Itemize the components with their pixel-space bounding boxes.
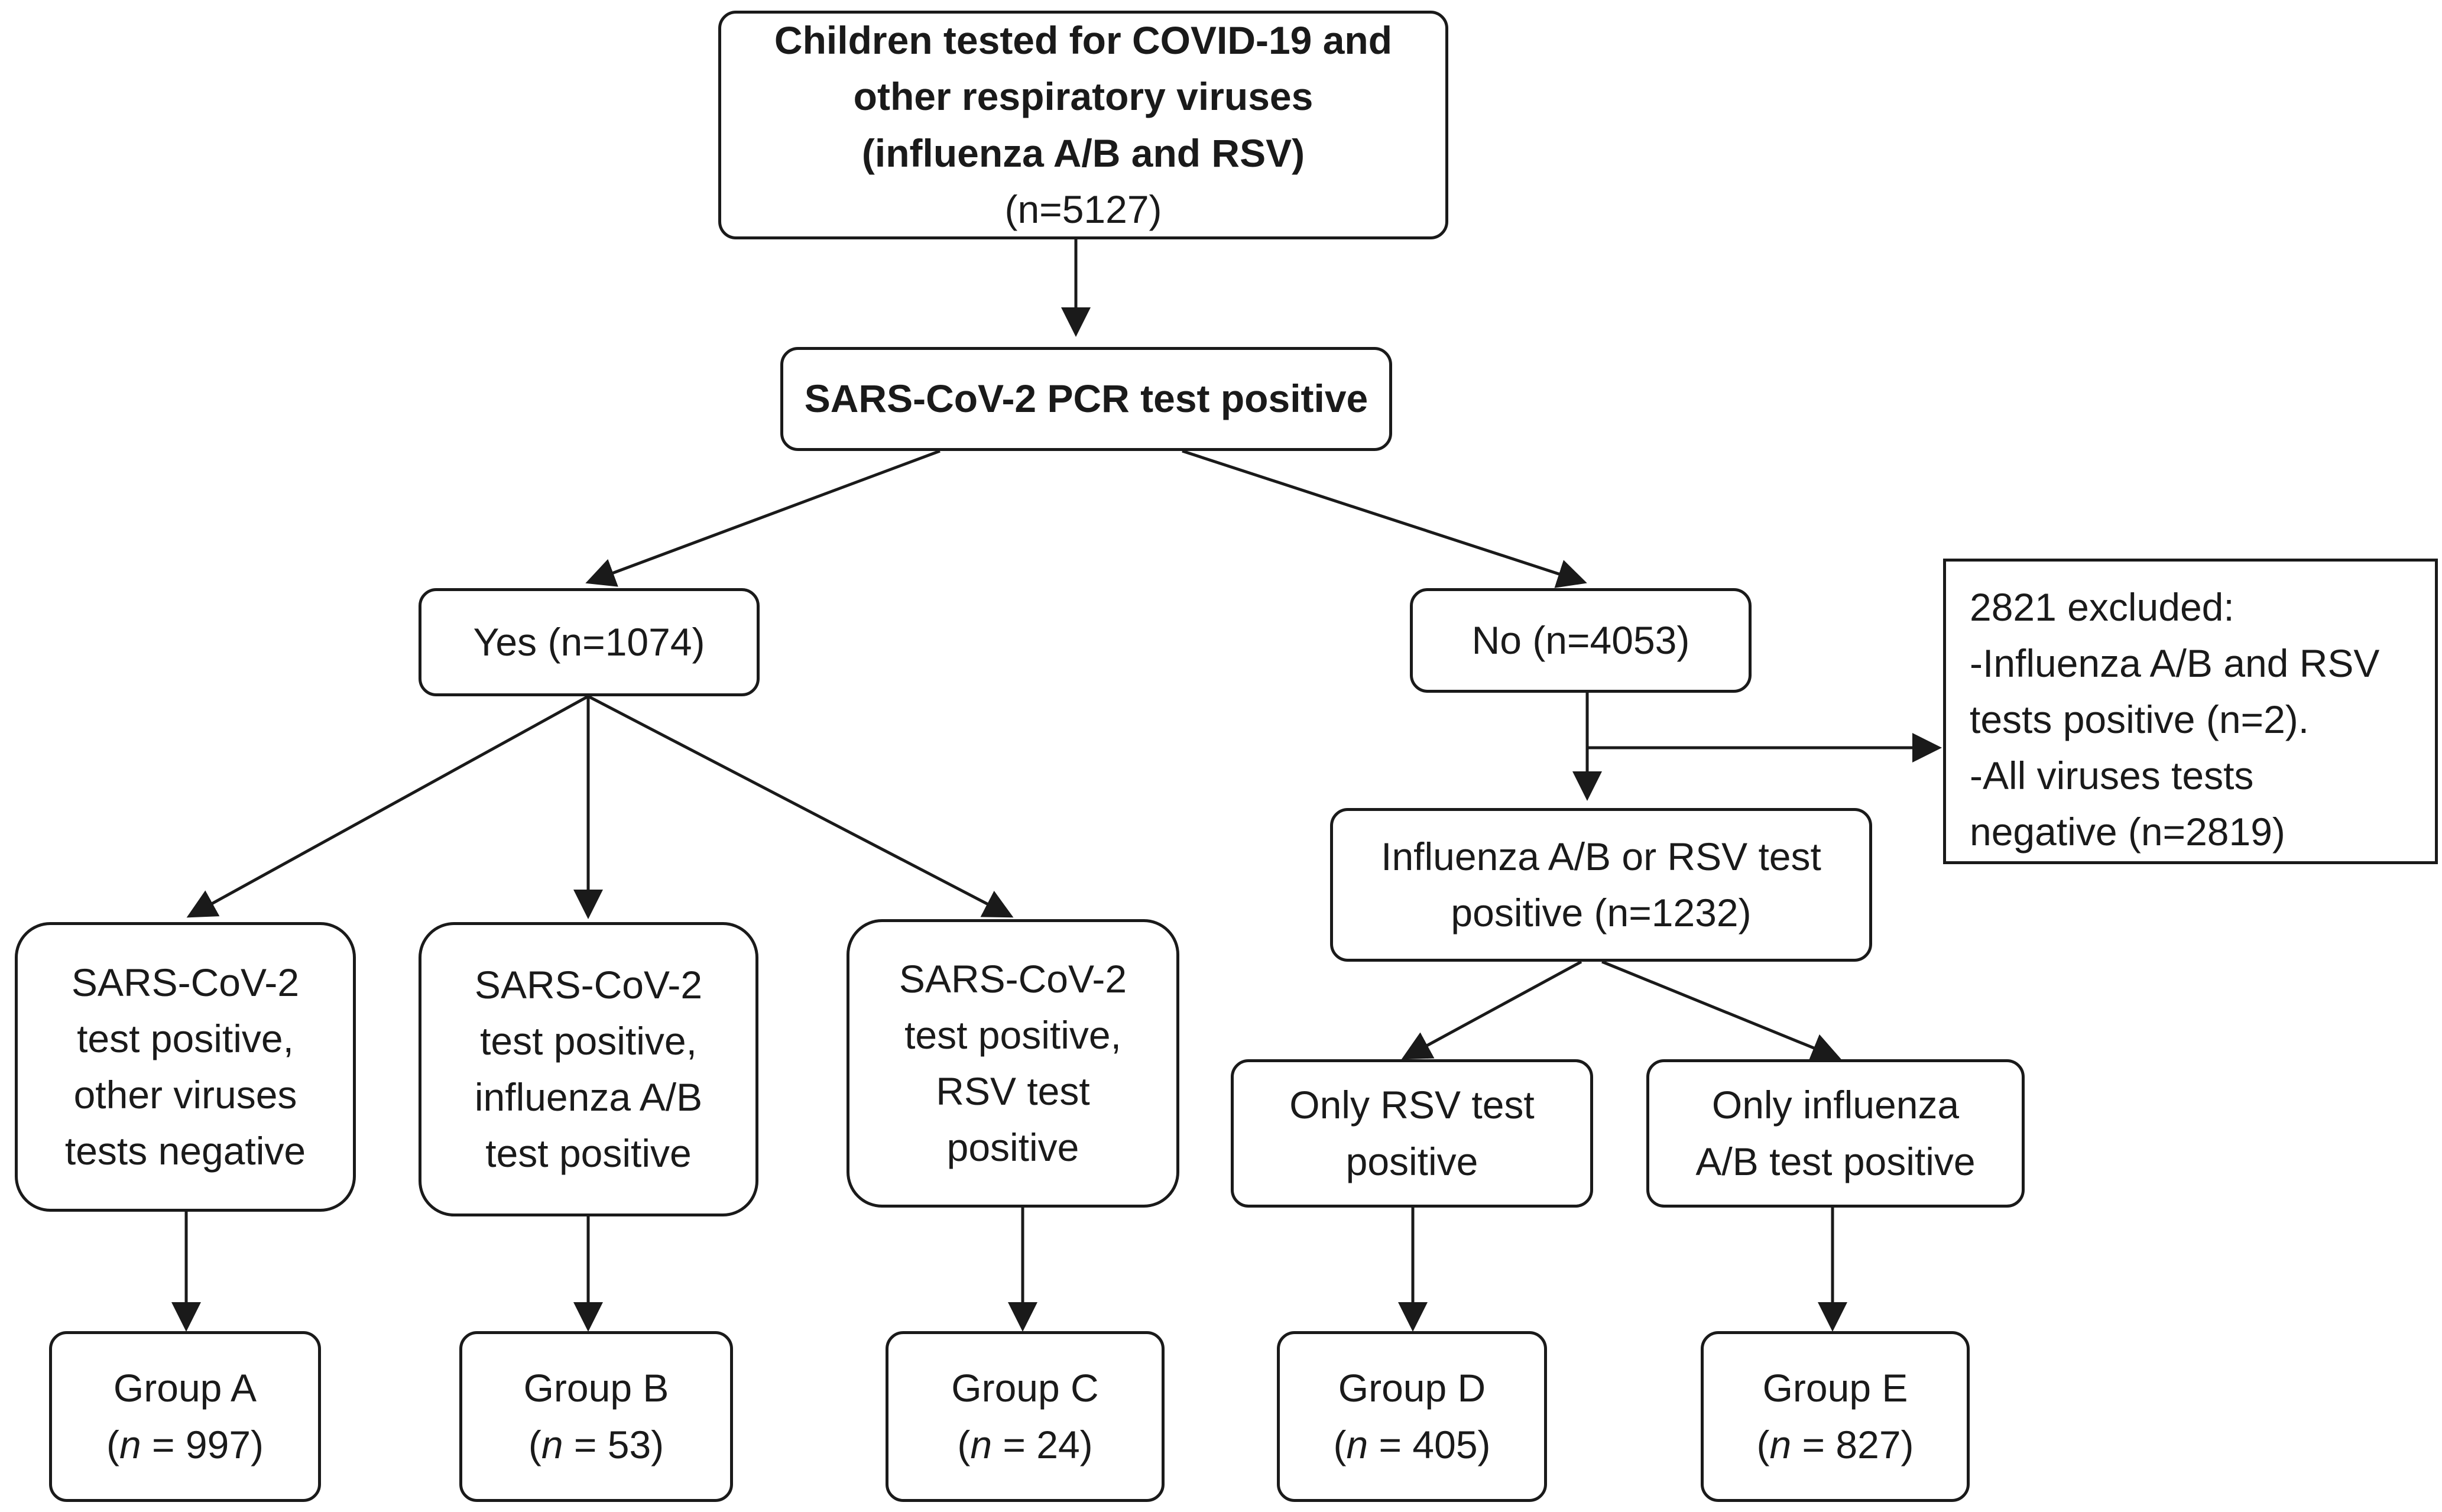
root-node: Children tested for COVID-19 and other r… (718, 11, 1448, 239)
sars-only-line-3: other viruses (73, 1073, 297, 1117)
excluded-line-2: -Influenza A/B and RSV (1970, 641, 2380, 686)
yes-node: Yes (n=1074) (419, 588, 760, 696)
root-line-2: other respiratory viruses (853, 74, 1314, 119)
group-e-count: (n = 827) (1756, 1422, 1914, 1466)
group-c-label: Group C (951, 1366, 1099, 1410)
flu-rsv-line-1: Influenza A/B or RSV test (1381, 834, 1821, 878)
group-d-count: (n = 405) (1333, 1422, 1491, 1466)
sars-flu-line-3: influenza A/B (474, 1075, 703, 1119)
group-b-node: Group B (n = 53) (459, 1331, 733, 1502)
only-rsv-line-1: Only RSV test (1289, 1083, 1535, 1127)
pcr-label: SARS-CoV-2 PCR test positive (804, 377, 1368, 421)
group-b-label: Group B (523, 1366, 669, 1410)
sars-rsv-line-3: RSV test (936, 1069, 1090, 1113)
sars-rsv-node: SARS-CoV-2 test positive, RSV test posit… (847, 919, 1179, 1208)
sars-rsv-line-1: SARS-CoV-2 (899, 956, 1127, 1001)
excluded-line-4: -All viruses tests (1970, 754, 2254, 798)
excluded-line-3: tests positive (n=2). (1970, 697, 2310, 742)
no-node: No (n=4053) (1410, 588, 1752, 693)
excluded-line-5: negative (n=2819) (1970, 810, 2285, 854)
arrow-flu-rsv-to-only-flu (1601, 960, 1841, 1062)
group-d-node: Group D (n = 405) (1277, 1331, 1547, 1502)
group-a-label: Group A (113, 1366, 257, 1410)
root-line-1: Children tested for COVID-19 and (774, 18, 1393, 63)
group-b-count: (n = 53) (528, 1422, 664, 1466)
only-flu-line-2: A/B test positive (1695, 1139, 1976, 1183)
root-line-3: (influenza A/B and RSV) (861, 131, 1305, 175)
flu-rsv-node: Influenza A/B or RSV test positive (n=12… (1330, 808, 1872, 962)
only-flu-line-1: Only influenza (1711, 1083, 1960, 1127)
sars-only-line-4: tests negative (64, 1129, 306, 1173)
sars-flu-line-2: test positive, (480, 1018, 697, 1063)
no-label: No (n=4053) (1471, 618, 1690, 662)
group-e-node: Group E (n = 827) (1701, 1331, 1970, 1502)
arrow-flu-rsv-to-only-rsv (1401, 960, 1582, 1060)
excluded-box: 2821 excluded: -Influenza A/B and RSV te… (1943, 559, 2438, 864)
yes-label: Yes (n=1074) (473, 619, 705, 664)
sars-flu-line-4: test positive (485, 1131, 692, 1176)
sars-rsv-line-2: test positive, (904, 1013, 1121, 1057)
root-line-4: (n=5127) (1004, 187, 1162, 231)
arrow-yes-to-sars-only (186, 695, 589, 918)
arrow-pcr-to-yes (585, 449, 941, 587)
arrow-yes-to-sars-rsv (587, 695, 1014, 918)
group-d-label: Group D (1338, 1366, 1486, 1410)
sars-only-line-2: test positive, (77, 1016, 294, 1060)
group-a-count: (n = 997) (106, 1422, 264, 1466)
sars-flu-node: SARS-CoV-2 test positive, influenza A/B … (419, 922, 758, 1216)
flu-rsv-line-2: positive (n=1232) (1451, 891, 1752, 935)
sars-only-line-1: SARS-CoV-2 (71, 960, 300, 1004)
only-rsv-node: Only RSV test positive (1231, 1059, 1593, 1208)
group-c-node: Group C (n = 24) (886, 1331, 1165, 1502)
excluded-line-1: 2821 excluded: (1970, 585, 2235, 629)
only-flu-node: Only influenza A/B test positive (1646, 1059, 2025, 1208)
only-rsv-line-2: positive (1345, 1139, 1478, 1183)
arrow-pcr-to-no (1182, 449, 1587, 588)
group-c-count: (n = 24) (957, 1422, 1093, 1466)
sars-rsv-line-4: positive (946, 1125, 1079, 1170)
sars-flu-line-1: SARS-CoV-2 (474, 962, 703, 1007)
group-e-label: Group E (1762, 1366, 1908, 1410)
group-a-node: Group A (n = 997) (49, 1331, 321, 1502)
pcr-node: SARS-CoV-2 PCR test positive (780, 347, 1392, 451)
sars-only-node: SARS-CoV-2 test positive, other viruses … (15, 922, 356, 1212)
